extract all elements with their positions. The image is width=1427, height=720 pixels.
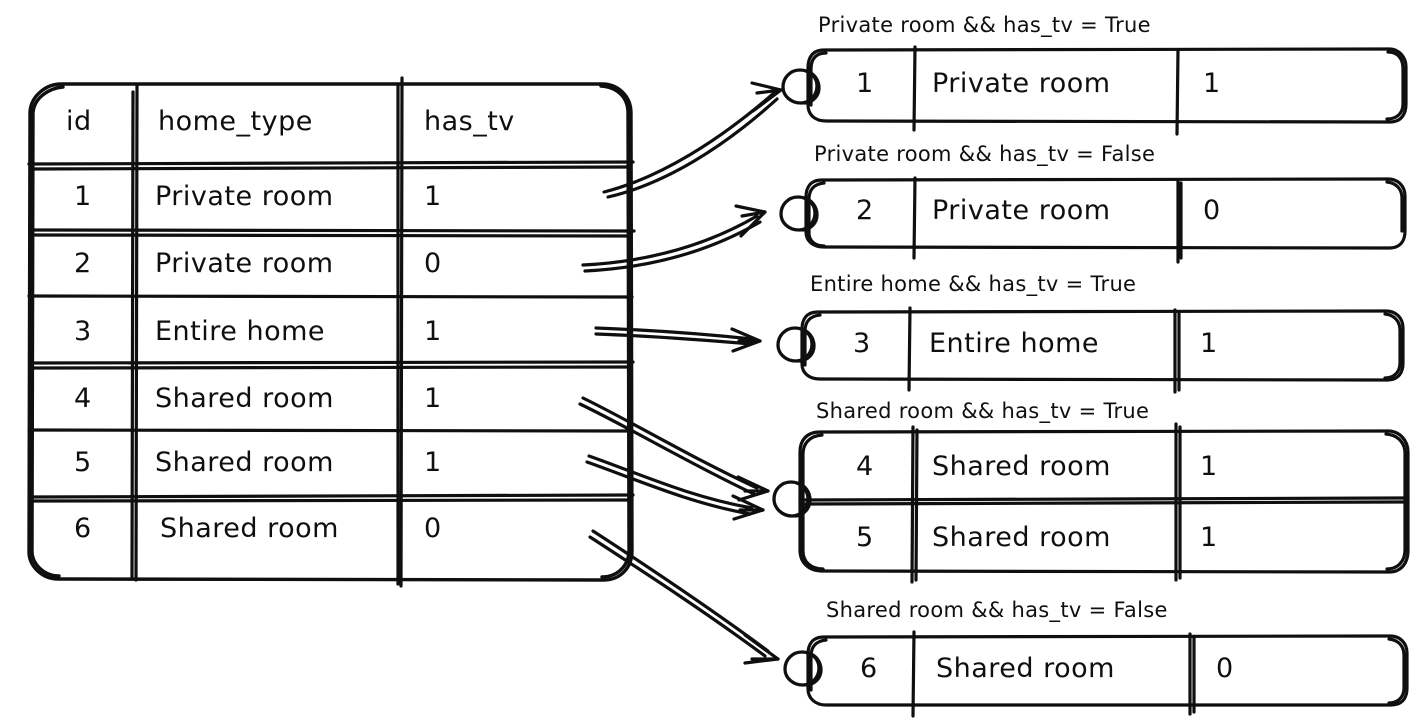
source-table-col-divider-1 bbox=[130, 84, 139, 582]
group-connector-circle-3 bbox=[776, 326, 816, 363]
source-col-header-home-type: home_type bbox=[158, 106, 313, 137]
group-box-5 bbox=[806, 630, 1409, 718]
source-cell-has-tv-1: 1 bbox=[424, 181, 442, 212]
source-col-header-id: id bbox=[66, 106, 92, 137]
group-cell-id-1: 1 bbox=[856, 68, 874, 99]
group-cell-has-tv-1: 1 bbox=[1203, 68, 1221, 99]
group-label-5: Shared room && has_tv = False bbox=[826, 598, 1168, 622]
group-label-2: Private room && has_tv = False bbox=[814, 142, 1156, 166]
source-cell-id-4: 4 bbox=[74, 383, 92, 414]
source-cell-id-6: 6 bbox=[74, 513, 92, 544]
source-cell-has-tv-5: 1 bbox=[424, 447, 442, 478]
source-cell-has-tv-2: 0 bbox=[424, 248, 442, 279]
group-cell-home-type-3: Entire home bbox=[929, 328, 1100, 359]
source-table-col-divider-2 bbox=[396, 76, 404, 588]
group-cell-has-tv-4: 1 bbox=[1200, 451, 1218, 482]
group-cell-home-type-5: Shared room bbox=[932, 522, 1111, 553]
group-cell-has-tv-6: 0 bbox=[1216, 653, 1234, 684]
group-cell-home-type-6: Shared room bbox=[936, 653, 1115, 684]
source-cell-home-type-2: Private room bbox=[155, 248, 334, 279]
group-cell-home-type-1: Private room bbox=[932, 68, 1111, 99]
source-col-header-has-tv: has_tv bbox=[424, 106, 515, 137]
group-box-4 bbox=[798, 422, 1410, 584]
source-table-outline bbox=[27, 82, 634, 582]
source-cell-home-type-1: Private room bbox=[155, 181, 334, 212]
source-cell-id-1: 1 bbox=[74, 181, 92, 212]
group-cell-id-4: 4 bbox=[856, 451, 874, 482]
connector-arrow-row4 bbox=[578, 396, 770, 502]
source-cell-id-3: 3 bbox=[74, 316, 92, 347]
group-label-4: Shared room && has_tv = True bbox=[816, 399, 1150, 423]
source-cell-has-tv-3: 1 bbox=[424, 316, 442, 347]
group-label-3: Entire home && has_tv = True bbox=[810, 272, 1137, 296]
source-cell-has-tv-6: 0 bbox=[424, 513, 442, 544]
group-cell-id-2: 2 bbox=[856, 195, 874, 226]
source-cell-id-2: 2 bbox=[74, 248, 92, 279]
source-cell-home-type-3: Entire home bbox=[155, 316, 326, 347]
group-connector-circle-2 bbox=[779, 195, 819, 232]
group-connector-circle-4 bbox=[772, 480, 812, 518]
source-cell-has-tv-4: 1 bbox=[424, 383, 442, 414]
group-connector-circle-5 bbox=[783, 650, 823, 687]
source-cell-home-type-4: Shared room bbox=[155, 383, 334, 414]
group-cell-has-tv-3: 1 bbox=[1200, 328, 1218, 359]
source-table-row-divider bbox=[27, 160, 636, 503]
source-cell-id-5: 5 bbox=[74, 447, 92, 478]
connector-arrow-row3 bbox=[594, 326, 762, 353]
group-box-3 bbox=[800, 306, 1405, 394]
group-cell-home-type-2: Private room bbox=[932, 195, 1111, 226]
connector-arrow-row5 bbox=[585, 454, 765, 521]
connector-arrow-row2 bbox=[581, 204, 767, 273]
group-label-1: Private room && has_tv = True bbox=[818, 13, 1151, 37]
connector-arrow-row6 bbox=[588, 529, 780, 665]
group-box-1 bbox=[806, 45, 1408, 136]
source-cell-home-type-6: Shared room bbox=[160, 513, 339, 544]
group-cell-id-5: 5 bbox=[856, 522, 874, 553]
connector-arrow-row1 bbox=[602, 81, 783, 199]
source-cell-home-type-5: Shared room bbox=[155, 447, 334, 478]
group-cell-id-6: 6 bbox=[860, 653, 878, 684]
group-connector-circle-1 bbox=[781, 68, 821, 105]
group-cell-has-tv-5: 1 bbox=[1200, 522, 1218, 553]
group-box-2 bbox=[804, 176, 1407, 264]
group-cell-id-3: 3 bbox=[853, 328, 871, 359]
group-cell-home-type-4: Shared room bbox=[932, 451, 1111, 482]
group-cell-has-tv-2: 0 bbox=[1203, 195, 1221, 226]
